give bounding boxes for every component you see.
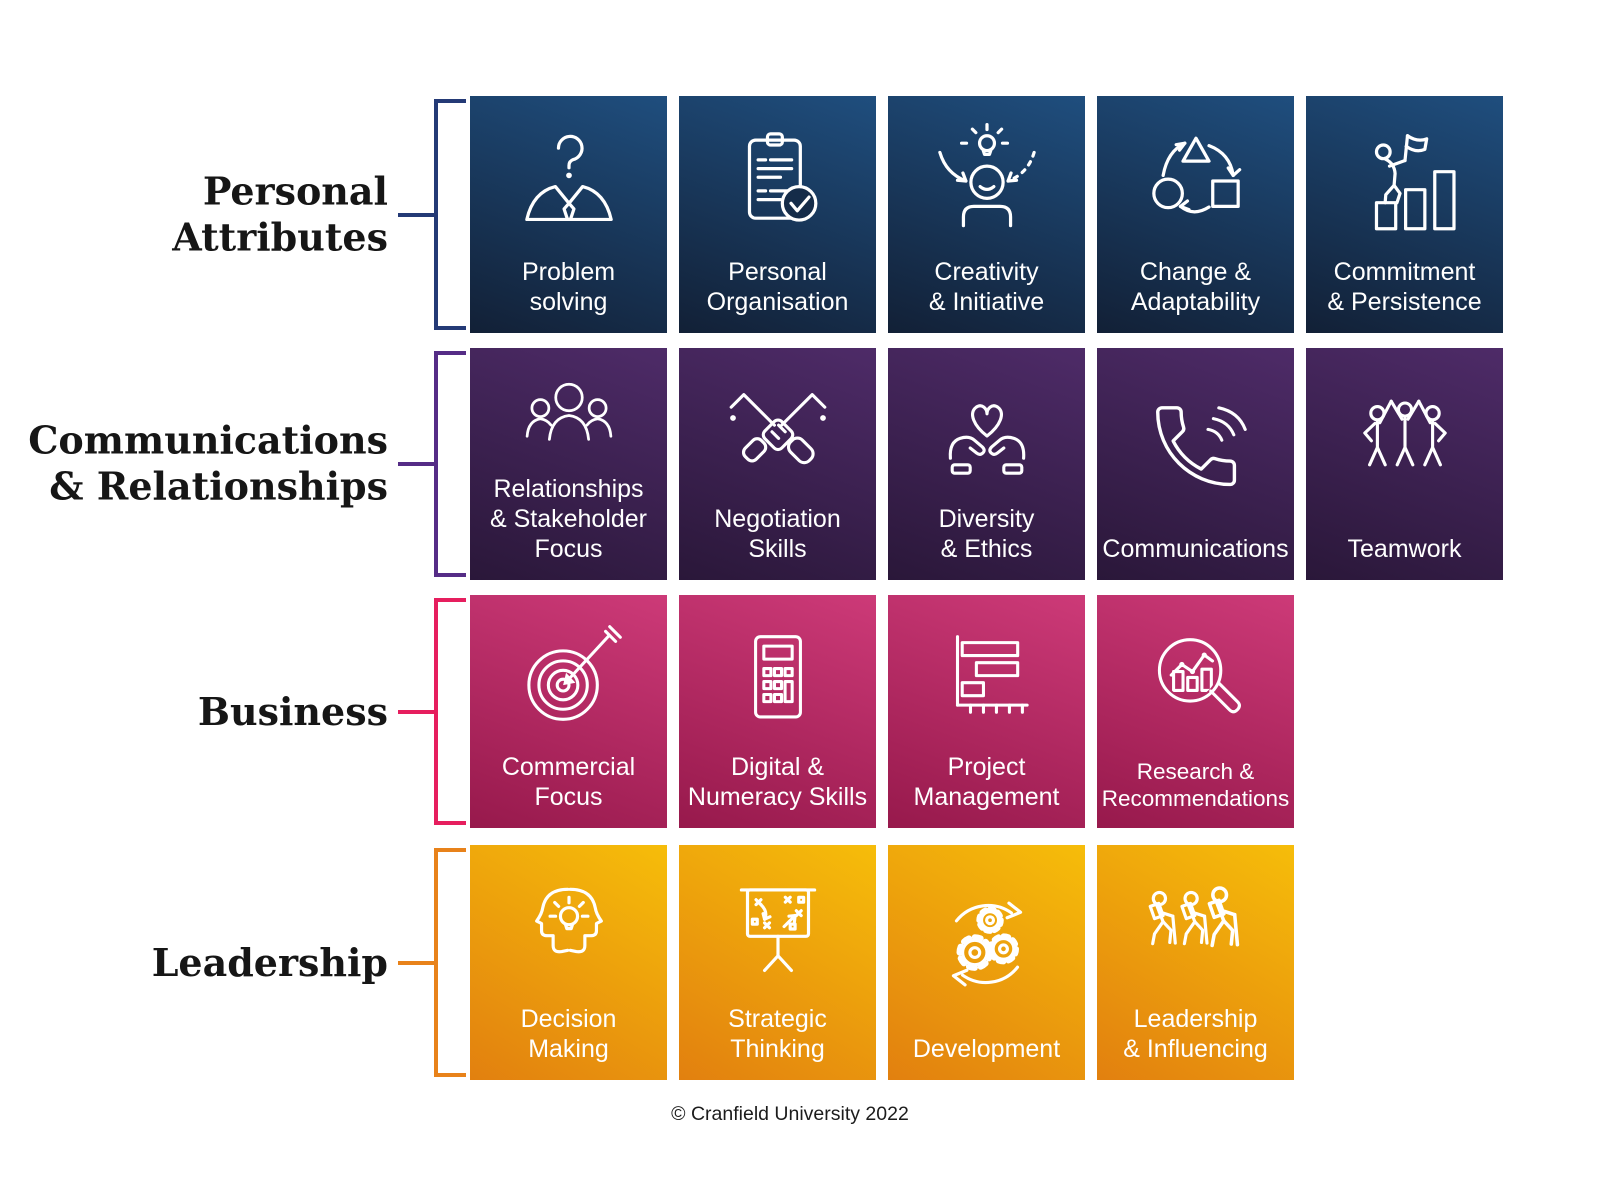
tile-label: Creativity & Initiative: [928, 258, 1045, 316]
clipboard-check-icon: [747, 131, 817, 222]
phone-icon: [1155, 406, 1247, 487]
handshake-icon: [729, 393, 826, 465]
tile-label: Research & Recommendations: [1101, 759, 1290, 811]
group-business: Business Commercial Focus: [0, 595, 1600, 828]
icon-area: [888, 348, 1085, 504]
tile-row: Commercial Focus Digital & Numeracy Skil…: [470, 595, 1294, 828]
group-bracket: [434, 848, 466, 1077]
group-leadership: Leadership Decision Making: [0, 845, 1600, 1080]
tile-development: Development: [888, 845, 1085, 1080]
label-connector-line: [398, 709, 435, 714]
target-arrow-icon: [526, 624, 622, 721]
tile-label: Communications: [1102, 535, 1289, 563]
icon-area: [1306, 348, 1503, 534]
tile-decision-making: Decision Making: [470, 845, 667, 1080]
tile-creativity-initiative: Creativity & Initiative: [888, 96, 1085, 333]
tile-label: Relationships & Stakeholder Focus: [489, 475, 648, 563]
tile-personal-organisation: Personal Organisation: [679, 96, 876, 333]
icon-area: [679, 348, 876, 504]
tile-label: Problem solving: [521, 258, 616, 316]
tile-communications: Communications: [1097, 348, 1294, 580]
tile-strategic-thinking: Strategic Thinking: [679, 845, 876, 1080]
tile-label: Commercial Focus: [501, 753, 636, 811]
person-question-icon: [524, 134, 613, 221]
label-connector-line: [398, 462, 435, 466]
category-label: Communications & Relationships: [28, 417, 388, 509]
icon-area: [679, 845, 876, 1004]
group-personal-attributes: Personal Attributes Problem solving: [0, 96, 1600, 333]
tile-label: Diversity & Ethics: [938, 505, 1035, 563]
tile-label: Strategic Thinking: [728, 1005, 827, 1063]
hikers-icon: [1148, 885, 1239, 947]
tile-label: Personal Organisation: [706, 258, 849, 316]
tile-row: Problem solving Personal Organisation: [470, 96, 1503, 333]
icon-area: [1097, 348, 1294, 534]
tile-label: Decision Making: [520, 1005, 617, 1063]
tile-row: Decision Making: [470, 845, 1294, 1080]
tile-project-management: Project Management: [888, 595, 1085, 828]
category-label: Business: [197, 688, 388, 734]
tile-label: Project Management: [913, 753, 1060, 811]
tile-change-adaptability: Change & Adaptability: [1097, 96, 1294, 333]
tile-row: Relationships & Stakeholder Focus Negoti…: [470, 348, 1503, 580]
icon-area: [470, 845, 667, 1004]
icon-area: [888, 845, 1085, 1034]
category-label: Leadership: [151, 939, 388, 985]
tile-negotiation-skills: Negotiation Skills: [679, 348, 876, 580]
shapes-cycle-icon: [1151, 136, 1241, 213]
two-heads-bulb-icon: [534, 887, 603, 953]
label-connector-line: [398, 212, 435, 217]
icon-area: [1306, 96, 1503, 257]
tile-commitment-persistence: Commitment & Persistence: [1306, 96, 1503, 333]
flag-steps-icon: [1374, 133, 1456, 230]
tile-digital-numeracy-skills: Digital & Numeracy Skills: [679, 595, 876, 828]
hands-heart-icon: [948, 404, 1025, 475]
strategy-board-icon: [739, 887, 816, 972]
idea-head-arrows-icon: [937, 122, 1036, 227]
tile-label: Change & Adaptability: [1130, 258, 1261, 316]
team-raised-hands-icon: [1362, 399, 1447, 467]
label-connector-line: [398, 960, 435, 965]
magnifier-chart-icon: [1157, 637, 1241, 713]
tile-research-recommendations: Research & Recommendations: [1097, 595, 1294, 828]
group-bracket: [434, 99, 466, 330]
tile-teamwork: Teamwork: [1306, 348, 1503, 580]
calculator-icon: [753, 634, 802, 718]
icon-area: [470, 348, 667, 474]
icon-area: [679, 595, 876, 752]
tile-relationships-stakeholder-focus: Relationships & Stakeholder Focus: [470, 348, 667, 580]
gears-cycle-icon: [951, 901, 1022, 986]
icon-area: [1097, 595, 1294, 758]
tile-label: Development: [912, 1035, 1061, 1063]
copyright-text: © Cranfield University 2022: [671, 1103, 909, 1125]
tile-problem-solving: Problem solving: [470, 96, 667, 333]
group-bracket: [434, 598, 466, 825]
tile-diversity-ethics: Diversity & Ethics: [888, 348, 1085, 580]
three-people-icon: [525, 382, 612, 441]
icon-area: [470, 595, 667, 752]
category-label: Personal Attributes: [172, 168, 388, 260]
icon-area: [888, 96, 1085, 257]
tile-label: Teamwork: [1347, 535, 1462, 563]
tile-label: Negotiation Skills: [714, 505, 841, 563]
icon-area: [470, 96, 667, 257]
icon-area: [1097, 845, 1294, 1004]
tile-label: Digital & Numeracy Skills: [687, 753, 868, 811]
group-bracket: [434, 351, 466, 577]
tile-label: Leadership & Influencing: [1123, 1005, 1268, 1063]
tile-label: Commitment & Persistence: [1327, 258, 1482, 316]
icon-area: [679, 96, 876, 257]
tile-leadership-influencing: Leadership & Influencing: [1097, 845, 1294, 1080]
gantt-chart-icon: [955, 634, 1029, 714]
tile-commercial-focus: Commercial Focus: [470, 595, 667, 828]
group-communications-relationships: Communications & Relationships Relations…: [0, 348, 1600, 580]
icon-area: [1097, 96, 1294, 257]
icon-area: [888, 595, 1085, 752]
